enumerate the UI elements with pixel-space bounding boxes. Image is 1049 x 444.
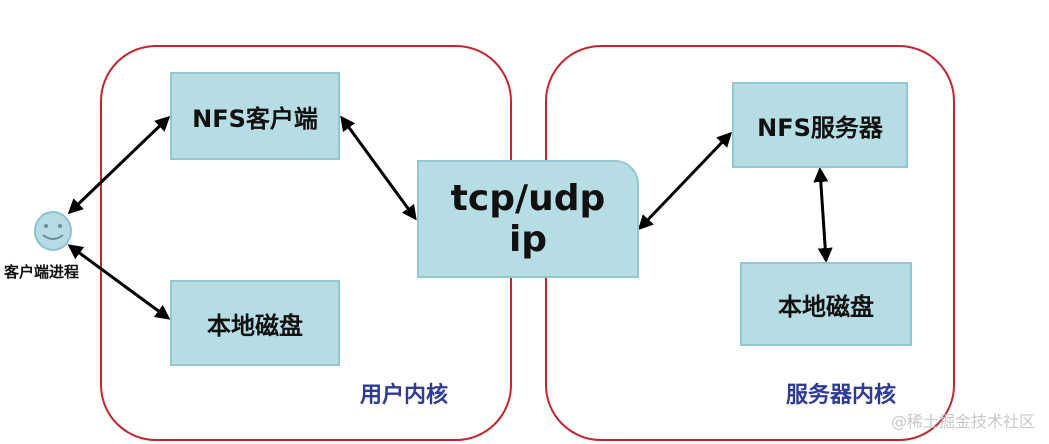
watermark: @稀土掘金技术社区 xyxy=(890,412,1035,431)
smiley-face-icon xyxy=(34,211,72,251)
client-local-disk-box: 本地磁盘 xyxy=(170,280,340,366)
ip-label: ip xyxy=(508,219,548,260)
client-process-label: 客户端进程 xyxy=(4,263,80,281)
server-local-disk-box: 本地磁盘 xyxy=(740,262,912,346)
nfs-client-box: NFS客户端 xyxy=(170,72,340,160)
server-kernel-label: 服务器内核 xyxy=(786,383,897,408)
nfs-server-box: NFS服务器 xyxy=(732,82,908,168)
tcp-udp-label: tcp/udp xyxy=(450,177,606,219)
tcp-udp-ip-box: tcp/udp ip xyxy=(417,160,639,278)
user-kernel-label: 用户内核 xyxy=(360,383,449,408)
